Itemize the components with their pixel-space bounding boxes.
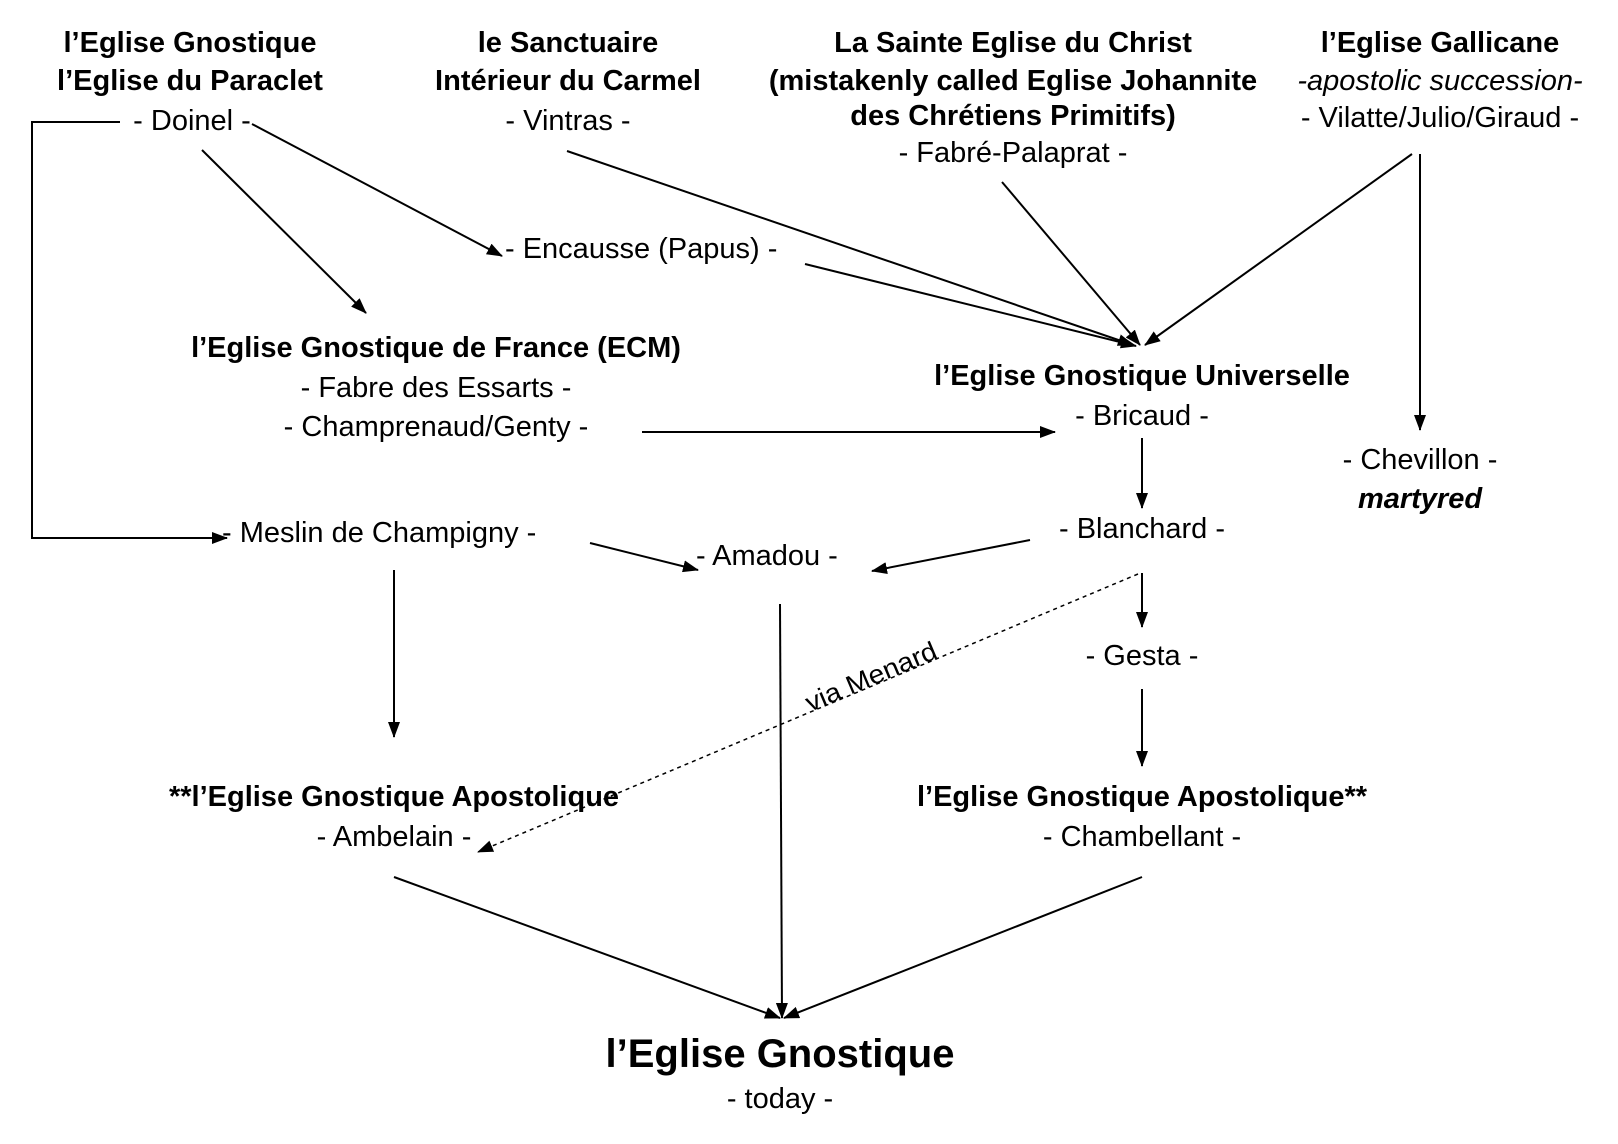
edge-ambelain-today — [393, 876, 781, 1019]
node-today-subtitle: - today - — [726, 1083, 834, 1115]
node-doinel-title1: l’Eglise Gnostique — [63, 27, 317, 59]
node-vintras-person: - Vintras - — [505, 105, 631, 137]
node-fabre-title2: (mistakenly called Eglise Johannite — [768, 65, 1258, 97]
node-today-title: l’Eglise Gnostique — [605, 1032, 955, 1076]
edge-vintras-egu — [566, 150, 1134, 346]
node-encausse-person: - Encausse (Papus) - — [505, 233, 778, 265]
edge-doinel-encausse — [251, 123, 503, 257]
node-gallicane-person: - Vilatte/Julio/Giraud - — [1300, 102, 1580, 134]
node-gallicane-title1: l’Eglise Gallicane — [1320, 27, 1560, 59]
node-ega-ambelain-title: **l’Eglise Gnostique Apostolique — [168, 781, 620, 813]
edge-encausse-egu — [804, 263, 1137, 349]
node-gesta-person: - Gesta - — [1085, 640, 1199, 672]
node-ega-chambellant-title: l’Eglise Gnostique Apostolique** — [916, 781, 1368, 813]
node-ega-ambelain-person: - Ambelain - — [316, 821, 472, 853]
edge-fabre-egu — [1001, 181, 1141, 346]
node-egf-person1: - Fabre des Essarts - — [300, 372, 572, 404]
node-fabre-title3: des Chrétiens Primitifs) — [850, 100, 1176, 132]
node-fabre-title1: La Sainte Eglise du Christ — [834, 27, 1192, 59]
node-blanchard-person: - Blanchard - — [1058, 513, 1226, 545]
edge-doinel-egf — [201, 149, 367, 314]
edge-gallicane-egu — [1144, 153, 1413, 346]
node-gallicane-note: -apostolic succession- — [1297, 65, 1583, 97]
node-chevillon-person: - Chevillon - — [1342, 444, 1498, 476]
node-egu-person: - Bricaud - — [1075, 400, 1209, 432]
node-egf-person2: - Champrenaud/Genty - — [283, 411, 589, 443]
edge-amadou-today — [775, 603, 788, 1019]
via-menard-label: via Menard — [801, 635, 942, 717]
node-chevillon-note: martyred — [1357, 483, 1483, 515]
edge-blanchard-amadou — [871, 539, 1031, 574]
node-doinel-title2: l’Eglise du Paraclet — [57, 65, 323, 97]
node-egf-title: l’Eglise Gnostique de France (ECM) — [191, 332, 681, 364]
node-egu-title: l’Eglise Gnostique Universelle — [934, 360, 1350, 392]
node-fabre-person: - Fabré-Palaprat - — [898, 137, 1128, 169]
edge-meslin-amadou — [589, 542, 699, 573]
node-amadou-person: - Amadou - — [696, 540, 838, 572]
node-vintras-title1: le Sanctuaire — [477, 27, 659, 59]
edge-doinel-meslin — [31, 121, 228, 544]
node-ega-chambellant-person: - Chambellant - — [1042, 821, 1242, 853]
edge-chambellant-today — [783, 876, 1143, 1019]
node-doinel-person: - Doinel - — [133, 105, 251, 137]
node-vintras-title2: Intérieur du Carmel — [435, 65, 701, 97]
node-meslin-person: - Meslin de Champigny - — [222, 517, 537, 549]
